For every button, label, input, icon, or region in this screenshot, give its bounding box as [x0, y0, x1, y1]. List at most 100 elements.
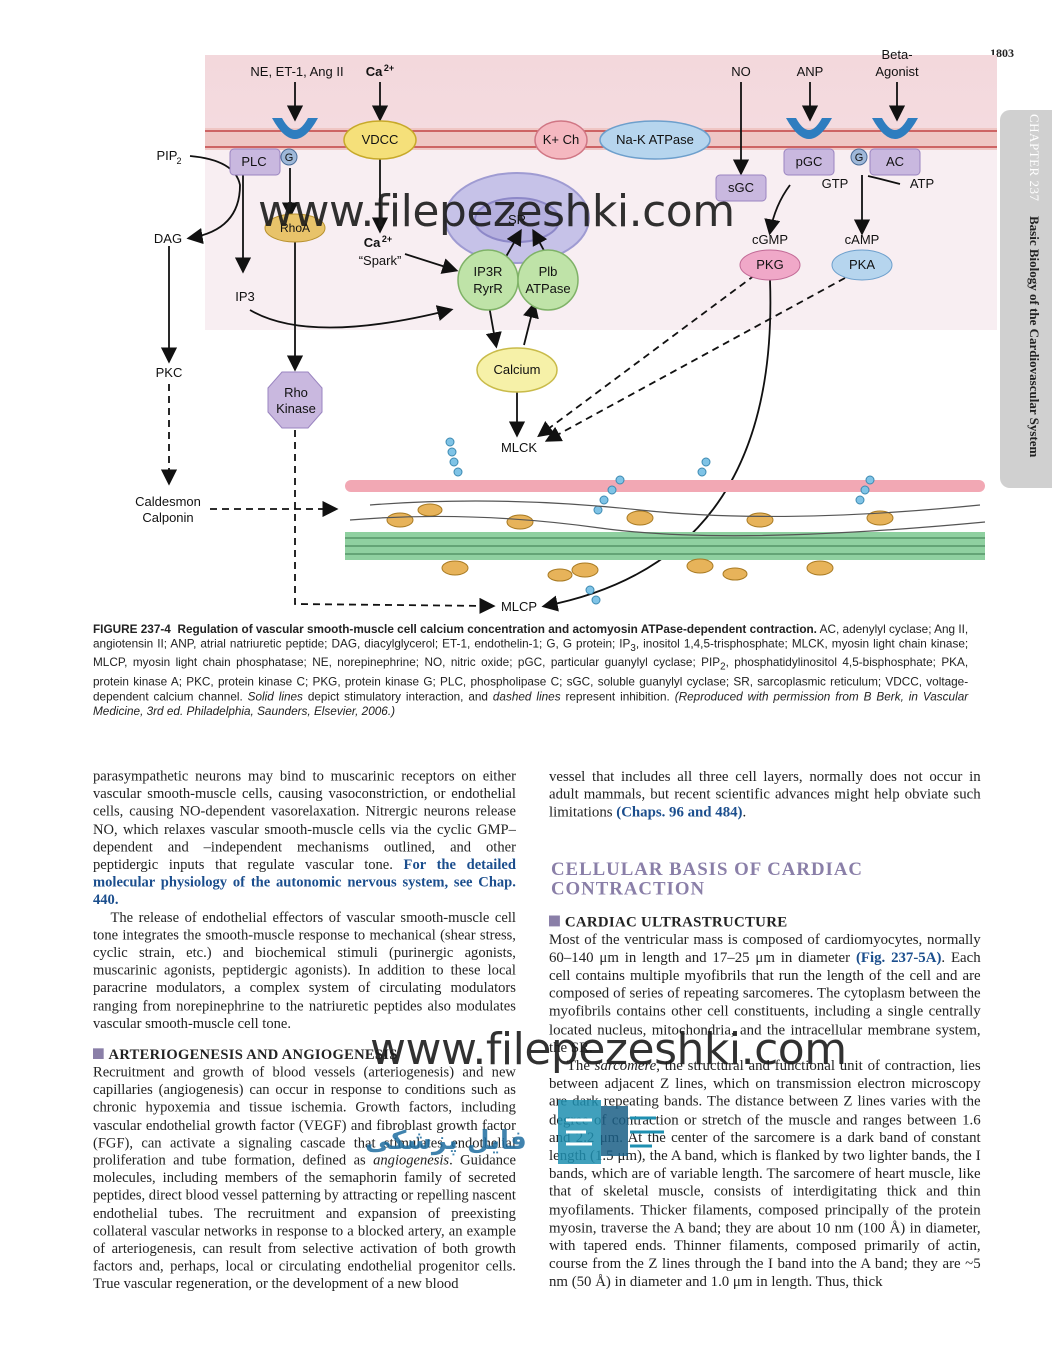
caption-body-5: represent inhibition. — [560, 689, 675, 704]
label-ac: AC — [886, 154, 904, 169]
right-p1-text: vessel that includes all three cell laye… — [549, 768, 981, 821]
label-ip3r-2: RyrR — [473, 281, 503, 296]
label-ne: NE, ET-1, Ang II — [250, 64, 343, 79]
caption-body-4: depict stimulatory interaction, and — [302, 689, 493, 704]
label-g-left: G — [285, 152, 294, 164]
caption-label: FIGURE 237-4 — [93, 622, 171, 636]
rho-kinase-node — [267, 371, 323, 429]
ac-box — [869, 148, 921, 176]
cell-cytoplasm — [205, 150, 997, 330]
label-g-right: G — [855, 152, 864, 164]
receptor-beta — [872, 118, 918, 139]
calcium-node — [476, 347, 558, 393]
label-calcium: Calcium — [494, 362, 541, 377]
right-p3-em: sarcomere — [594, 1058, 657, 1074]
label-beta-1: Beta- — [881, 47, 912, 62]
left-paragraph-1: parasympathetic neurons may bind to musc… — [93, 768, 516, 909]
label-mlck: MLCK — [501, 440, 537, 455]
label-sr: SR — [508, 212, 526, 227]
fig-237-5a-link[interactable]: (Fig. 237-5A) — [855, 949, 942, 966]
rhoa-node — [264, 213, 326, 243]
heading-cellular-1: CELLULAR BASIS OF CARDIAC — [550, 858, 863, 880]
label-gtp: GTP — [822, 176, 849, 191]
chapter-title: Basic Biology of the Cardiovascular Syst… — [1027, 215, 1042, 458]
right-column: vessel that includes all three cell laye… — [549, 768, 981, 1291]
plb-node — [517, 249, 579, 311]
label-calponin: Calponin — [142, 510, 193, 525]
figure-diagram: NE, ET-1, Ang II Ca 2+ NO ANP Beta- Agon… — [135, 47, 997, 614]
caption-solid: Solid lines — [247, 689, 303, 704]
label-spark-ca-sup: 2+ — [382, 234, 392, 244]
heading-cardiac-ultrastructure: CARDIAC ULTRASTRUCTURE — [549, 913, 981, 931]
left-paragraph-2: The release of endothelial effectors of … — [93, 910, 516, 1032]
label-naka: Na-K ATPase — [616, 132, 694, 147]
label-pka: PKA — [849, 257, 875, 272]
contractile-apparatus — [345, 437, 986, 605]
left-p3b: . Guidance molecules, including members … — [93, 1153, 516, 1293]
watermark-url-bottom: www.filepezeshki.com — [370, 1024, 847, 1075]
left-p1-text: parasympathetic neurons may bind to musc… — [93, 768, 516, 873]
label-plb-1: Plb — [539, 264, 558, 279]
left-paragraph-3: Recruitment and growth of blood vessels … — [93, 1064, 516, 1294]
label-ca-top: Ca — [366, 64, 383, 79]
label-spark: “Spark” — [359, 253, 402, 268]
label-pkg: PKG — [756, 257, 783, 272]
label-camp: cAMP — [845, 232, 880, 247]
heading-arteriogenesis: ARTERIOGENESIS AND ANGIOGENESIS — [93, 1046, 516, 1063]
right-paragraph-2: Most of the ventricular mass is composed… — [549, 931, 981, 1057]
caption-source: (Reproduced with permission from B Berk,… — [93, 689, 969, 718]
right-paragraph-3: The sarcomere, the structural and functi… — [549, 1057, 981, 1291]
label-plb-2: ATPase — [525, 281, 570, 296]
caption-sub-3: 3 — [630, 642, 636, 654]
label-rhoa: RhoA — [280, 221, 310, 235]
right-p2b: . Each cell contains multiple myofibrils… — [549, 949, 981, 1056]
label-pip2: PIP — [157, 148, 178, 163]
label-pkc: PKC — [156, 365, 183, 380]
label-spark-ca: Ca — [364, 235, 381, 250]
pka-node — [831, 249, 893, 281]
chapter-side-tab: CHAPTER 237 Basic Biology of the Cardiov… — [1000, 110, 1052, 488]
label-beta-2: Agonist — [875, 64, 919, 79]
ip3r-node — [457, 249, 519, 311]
right-p2a: Most of the ventricular mass is composed… — [549, 931, 981, 966]
right-p3b: , the structural and functional unit of … — [549, 1058, 981, 1291]
chap-440-link[interactable]: For the detailed molecular physiology of… — [93, 857, 516, 909]
label-ca-top-sup: 2+ — [384, 63, 394, 73]
caption-dashed: dashed lines — [492, 689, 561, 704]
label-sgc: sGC — [728, 180, 754, 195]
label-caldesmon: Caldesmon — [135, 494, 201, 509]
label-rho-1: Rho — [284, 385, 308, 400]
label-rho-2: Kinase — [276, 401, 316, 416]
label-anp: ANP — [797, 64, 824, 79]
sgc-box — [715, 174, 767, 202]
label-no: NO — [731, 64, 751, 79]
heading-ultra-text: CARDIAC ULTRASTRUCTURE — [564, 914, 788, 930]
pkg-node — [739, 249, 801, 281]
left-p3-em: angiogenesis — [373, 1153, 450, 1169]
receptor-anp — [786, 118, 832, 139]
caption-title: Regulation of vascular smooth-muscle cel… — [177, 622, 817, 636]
chaps-96-484-link[interactable]: (Chaps. 96 and 484) — [616, 805, 743, 821]
label-vdcc: VDCC — [362, 132, 399, 147]
caption-body-1: AC, adenylyl cyclase; Ang II, angiotensi… — [93, 622, 969, 651]
g-protein-left — [280, 148, 298, 166]
heading-cellular-2: CONTRACTION — [550, 878, 706, 900]
chapter-number: CHAPTER 237 — [1027, 114, 1042, 202]
label-ip3: IP3 — [235, 289, 255, 304]
watermark-fa: فایل پزشکی — [365, 1126, 527, 1156]
heading-square-icon — [93, 1048, 104, 1060]
receptor-left — [272, 118, 318, 139]
label-dag: DAG — [154, 231, 182, 246]
right-p1-end: . — [742, 805, 747, 821]
left-p3a: Recruitment and growth of blood vessels … — [93, 1064, 516, 1169]
watermark-url-top: www.filepezeshki.com — [258, 186, 735, 237]
label-mlcp: MLCP — [501, 599, 537, 614]
g-protein-right — [850, 148, 868, 166]
caption-sub-2: 2 — [720, 661, 726, 673]
vdcc-channel — [343, 120, 417, 160]
label-pip2-sub: 2 — [176, 156, 181, 166]
caption-body-3: , phosphatidylinositol 4,5-bisphosphate;… — [93, 655, 969, 704]
kch-channel — [534, 120, 588, 160]
label-plc: PLC — [241, 154, 266, 169]
